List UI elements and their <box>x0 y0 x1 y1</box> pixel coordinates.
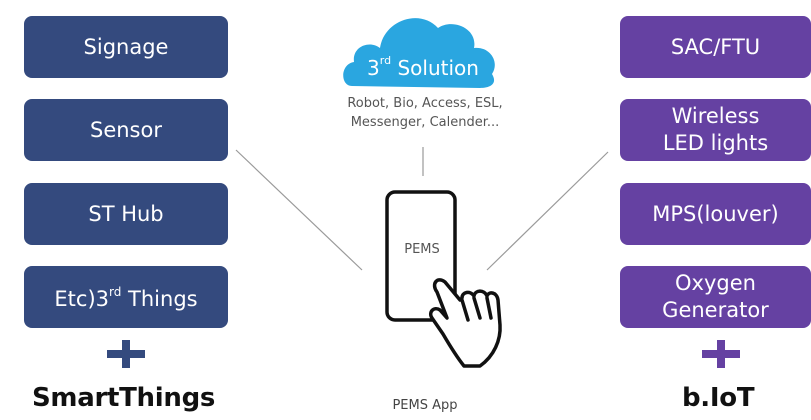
pointing-hand-icon <box>428 278 502 368</box>
cloud-description: Robot, Bio, Access, ESL, Messenger, Cale… <box>347 96 503 130</box>
connector-right <box>486 151 609 271</box>
connector-left <box>235 149 363 271</box>
item-st-hub: ST Hub <box>24 183 228 245</box>
item-sensor: Sensor <box>24 99 228 161</box>
item-etc-third-things: Etc)3rd Things <box>24 266 228 328</box>
plus-icon-right <box>702 340 740 368</box>
phone-label: PEMS <box>404 242 440 257</box>
cloud-icon <box>343 18 495 88</box>
third-solution-cloud: 3rd Solution <box>340 6 500 92</box>
pems-app-label: PEMS App <box>392 398 458 413</box>
cloud-title: 3rd Solution <box>367 54 479 80</box>
brand-biot: b.IoT <box>682 383 755 413</box>
brand-smartthings: SmartThings <box>32 383 216 413</box>
plus-icon-left <box>107 340 145 368</box>
item-mps-louver: MPS(louver) <box>620 183 811 245</box>
item-signage: Signage <box>24 16 228 78</box>
item-sac-ftu: SAC/FTU <box>620 16 811 78</box>
